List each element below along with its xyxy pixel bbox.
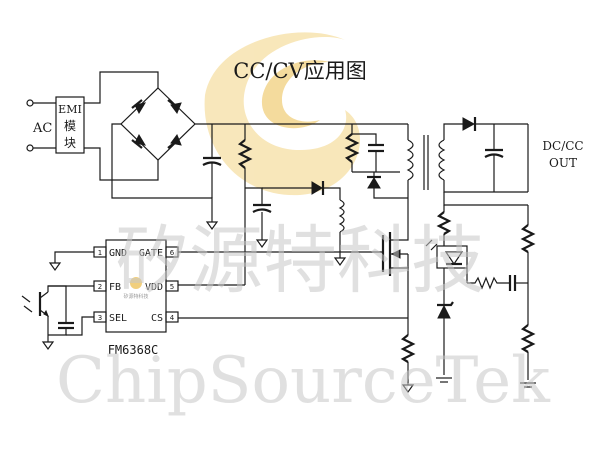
sense-resistor xyxy=(178,317,416,394)
ac-label: AC xyxy=(32,121,52,136)
snubber-network xyxy=(344,124,408,199)
chip-pin-gnd-label: GND xyxy=(109,248,127,259)
chip-pin-cs-label: CS xyxy=(151,313,163,324)
chip-pin-vdd-label: VDD xyxy=(145,282,163,293)
chip-pin-sel-label: SEL xyxy=(109,313,127,324)
feedback-network xyxy=(425,192,536,388)
ac-input: AC xyxy=(26,99,56,152)
chip-pin-gate-label: GATE xyxy=(139,248,163,259)
power-mosfet xyxy=(178,232,409,318)
chip-part-number: FM6368C xyxy=(108,343,159,357)
emi-to-bridge-wires xyxy=(84,71,159,181)
emi-label-line2: 模 xyxy=(64,119,76,133)
emi-label-line1: EMI xyxy=(58,103,82,116)
chip-pin4-number: 4 xyxy=(170,314,175,322)
chip-pin5-number: 5 xyxy=(170,283,174,291)
logo-swoosh xyxy=(204,32,360,196)
chip-logo-icon xyxy=(130,277,142,289)
emi-label-line3: 块 xyxy=(64,136,76,150)
watermark-chinese: 矽源特科技 xyxy=(115,218,485,304)
auxiliary-winding xyxy=(262,181,347,267)
emi-module: EMI 模 块 xyxy=(55,96,85,154)
chip-gnd-wire xyxy=(48,251,94,272)
diagram-title: CC/CV应用图 xyxy=(233,59,366,83)
controller-chip: 1 2 3 6 5 4 GND FB SEL GATE VDD CS 矽源特科技… xyxy=(93,239,179,357)
chip-pin2-number: 2 xyxy=(98,283,102,291)
chip-pin3-number: 3 xyxy=(98,314,102,322)
output-rectifier: DC/CC OUT xyxy=(462,117,584,192)
bulk-capacitor xyxy=(202,124,222,231)
transformer xyxy=(406,123,528,232)
chip-logo-caption: 矽源特科技 xyxy=(123,293,148,300)
watermark-english: ChipSourceTek xyxy=(56,344,551,418)
output-label-line2: OUT xyxy=(549,156,577,170)
chip-pin-fb-label: FB xyxy=(109,282,121,293)
output-label-line1: DC/CC xyxy=(542,139,583,153)
chip-pin6-number: 6 xyxy=(170,249,175,257)
chip-pin1-number: 1 xyxy=(98,249,102,257)
optocoupler-transistor xyxy=(21,285,94,351)
